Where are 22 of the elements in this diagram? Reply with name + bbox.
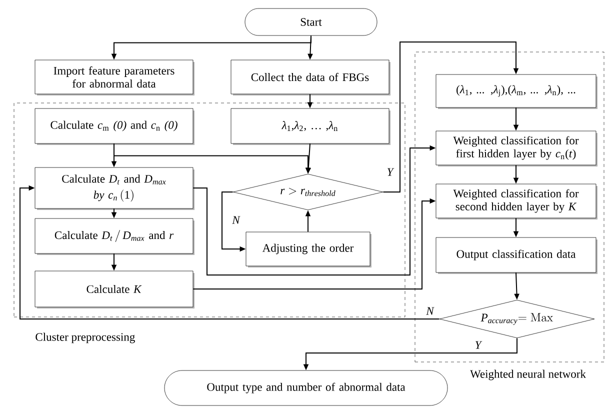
edge-label: Y <box>474 340 482 350</box>
process-box: Weighted classification for first hidden layer by c$_{n}$(t) <box>436 130 598 166</box>
process-box: $\begin{gathered}\text{Calculate } D_t \text{ and } D_{max}\\ by\ c_n\,(1)\end{gathered}$ <box>34 167 194 210</box>
edge-label: N <box>425 306 435 316</box>
process-box: Output classification data <box>436 237 598 274</box>
process-box: (λ$_{1}$, ... ,λ$_{j}$),(λ$_{m}$, ... ,λ$_{n}$), ... <box>436 74 598 109</box>
process-box: Adjusting the order <box>246 232 372 268</box>
arrow <box>20 185 440 320</box>
process-box: $\text{Calculate } D_t\,/\,D_{max} \text{ and } r$ <box>34 218 194 255</box>
edge-label: Y <box>386 167 394 177</box>
node-label: Weighted neural network <box>470 370 586 380</box>
node-label: Cluster preprocessing <box>36 332 135 344</box>
process-box: Calculate c$_{m}$ (0) and c$_{n}$ (0) <box>34 108 194 145</box>
terminal-box: Output type and number of abnormal data <box>164 370 448 406</box>
process-box: Weighted classification for second hidden layer by K <box>436 184 598 220</box>
edge-label: N <box>231 215 241 225</box>
process-box: Collect the data of FBGs <box>230 60 390 96</box>
process-box: Calculate K <box>34 270 194 308</box>
process-box: Import feature parameters for abnormal data <box>34 60 194 96</box>
terminal-box: Start <box>244 8 378 36</box>
process-box: λ$_{1}$,λ$_{2}$, … ,λ$_{n}$ <box>230 108 390 145</box>
arrow <box>382 42 519 192</box>
